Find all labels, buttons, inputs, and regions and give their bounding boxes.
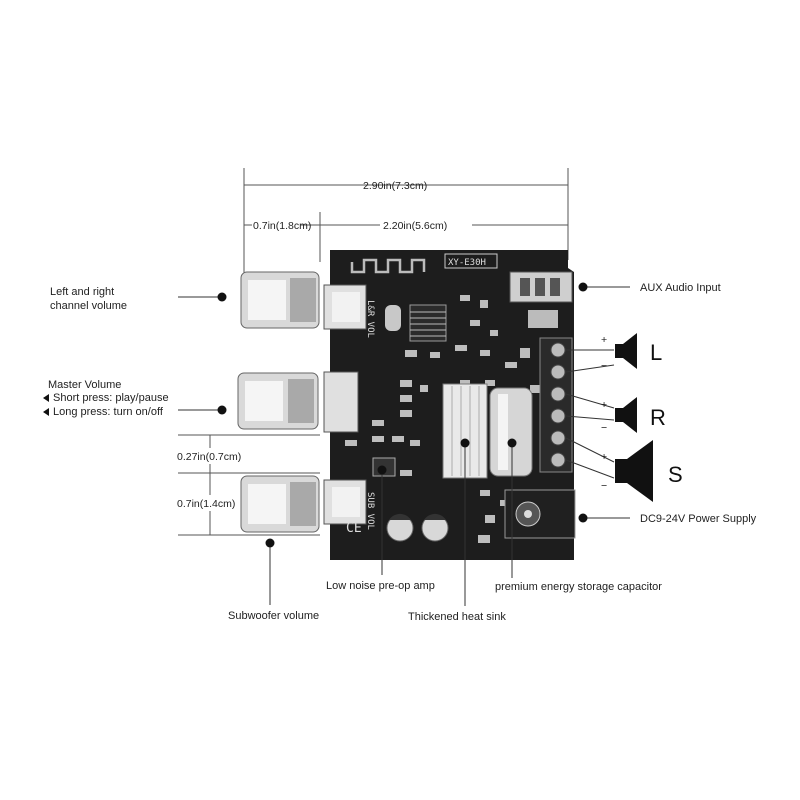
speaker-right-icon: [615, 397, 637, 433]
dc-jack: [504, 489, 576, 539]
master-label-3: Long press: turn on/off: [53, 406, 164, 418]
power-label: DC9-24V Power Supply: [640, 513, 757, 525]
lr-volume-label-1: Left and right: [50, 286, 114, 298]
triangle-icon: [43, 408, 49, 416]
lr-volume-knob: [240, 271, 320, 329]
lr-vol-silk: L&R VOL: [365, 300, 375, 338]
right-minus: −: [601, 422, 607, 434]
small-capacitors: [386, 513, 449, 542]
speaker-wires: [565, 349, 615, 479]
left-minus: −: [601, 360, 607, 372]
board-width-dim: 2.20in(5.6cm): [383, 220, 447, 232]
speaker-right-label: R: [650, 405, 666, 430]
master-label-1: Master Volume: [48, 379, 121, 391]
right-plus: +: [601, 399, 607, 411]
triangle-icon: [43, 394, 49, 402]
master-vol-pot: [323, 371, 359, 433]
lr-volume-label-2: channel volume: [50, 300, 127, 312]
aux-jack: [509, 271, 573, 328]
crystal: [385, 305, 401, 331]
bluetooth-ic: [409, 304, 447, 342]
aux-label: AUX Audio Input: [640, 282, 721, 294]
total-width-dim: 2.90in(7.3cm): [363, 180, 427, 192]
subwoofer-knob: [240, 475, 320, 533]
left-offset-dim: 0.7in(1.8cm): [253, 220, 311, 232]
speaker-sub-label: S: [668, 462, 683, 487]
screw-terminal: [539, 337, 573, 473]
master-label-2: Short press: play/pause: [53, 392, 169, 404]
dimension-lines: [178, 168, 569, 536]
sub-plus: +: [601, 451, 607, 463]
knob-height-dim: 0.7in(1.4cm): [177, 498, 235, 510]
left-plus: +: [601, 334, 607, 346]
preamp-label: Low noise pre-op amp: [326, 580, 435, 592]
master-volume-knob: [237, 372, 319, 430]
ce-mark: CE: [346, 521, 362, 536]
antenna-trace: [350, 258, 426, 274]
heatsink-label: Thickened heat sink: [408, 611, 506, 623]
knob-gap-dim: 0.27in(0.7cm): [177, 451, 241, 463]
callout-lines: [178, 286, 630, 606]
model-silkscreen: XY-E30H: [448, 258, 486, 268]
callout-dots: [217, 282, 588, 548]
sub-vol-silk: SUB VOL: [365, 492, 375, 530]
speaker-sub-icon: [615, 440, 653, 502]
storage-capacitor: [489, 387, 533, 477]
capacitor-label: premium energy storage capacitor: [495, 581, 662, 593]
pcb-board: XY-E30H L&R VOL SUB VOL: [323, 250, 576, 560]
subwoofer-label: Subwoofer volume: [228, 610, 319, 622]
sub-minus: −: [601, 480, 607, 492]
speaker-left-icon: [615, 333, 637, 369]
speaker-left-label: L: [650, 340, 662, 365]
